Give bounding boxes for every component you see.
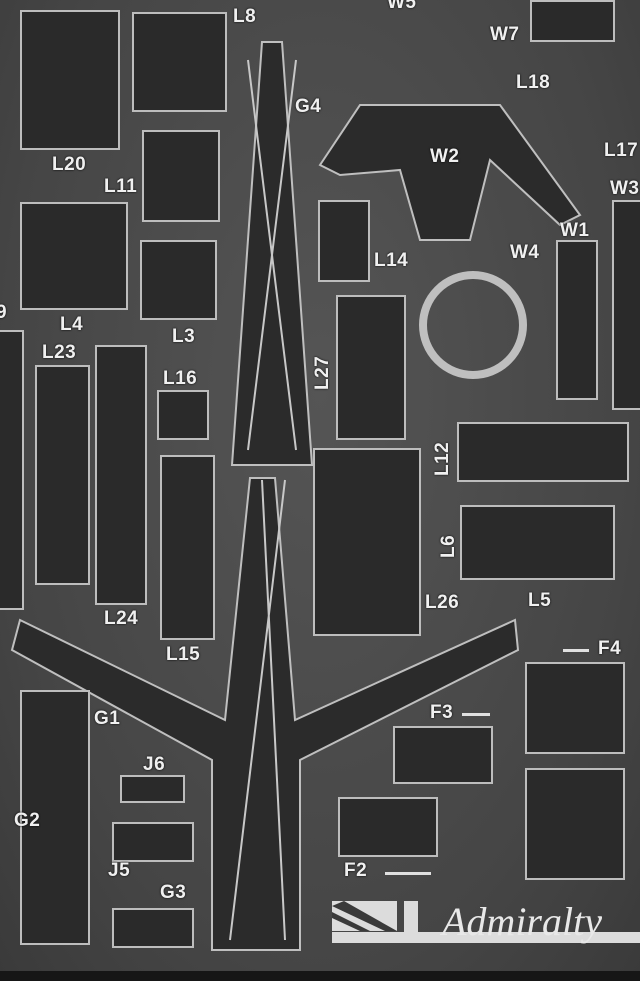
label-l11: L11	[104, 176, 138, 197]
label-l15: L15	[166, 644, 201, 665]
part-l4	[20, 202, 128, 310]
label-l26: L26	[425, 592, 460, 613]
part-l14	[318, 200, 370, 282]
part-l16	[157, 390, 209, 440]
part-l12	[457, 422, 629, 482]
marker-f2	[385, 872, 431, 875]
part-w2	[318, 104, 582, 241]
label-f2: F2	[344, 860, 368, 881]
part-j6	[120, 775, 185, 803]
part-f3	[393, 726, 493, 784]
label-l3: L3	[172, 326, 196, 347]
label-f3: F3	[430, 702, 454, 723]
label-l20: L20	[52, 154, 87, 175]
part-g2	[20, 690, 90, 945]
admiralty-logo: Admiralty	[330, 898, 640, 944]
label-l6: L6	[438, 534, 459, 558]
label-w7: W7	[490, 24, 520, 45]
part-f4	[525, 662, 625, 754]
part-f2	[338, 797, 438, 857]
part-f4b	[525, 768, 625, 880]
label-l18: L18	[516, 72, 551, 93]
part-l6-l5	[460, 505, 615, 580]
label-l23: L23	[42, 342, 77, 363]
label-w2: W2	[430, 146, 460, 167]
label-l24: L24	[104, 608, 139, 629]
logo-text: Admiralty	[442, 899, 602, 944]
label-l4: L4	[60, 314, 84, 335]
label-w4: W4	[510, 242, 540, 263]
part-j5	[112, 822, 194, 862]
part-l8	[132, 12, 227, 112]
part-l26	[313, 448, 421, 636]
part-w1	[556, 240, 598, 400]
part-left-strip	[0, 330, 24, 610]
label-l8: L8	[233, 6, 257, 27]
label-w1: W1	[560, 220, 590, 241]
marker-f3	[462, 713, 490, 716]
union-flag-icon	[332, 901, 640, 943]
part-w3	[612, 200, 640, 410]
label-l16: L16	[163, 368, 198, 389]
label-l27: L27	[312, 355, 333, 390]
part-l15	[160, 455, 215, 640]
label-9: 9	[0, 302, 8, 323]
label-g2: G2	[14, 810, 41, 831]
marker-f4	[563, 649, 589, 652]
label-g3: G3	[160, 882, 187, 903]
label-g1: G1	[94, 708, 121, 729]
part-l24	[95, 345, 147, 605]
part-l20	[20, 10, 120, 150]
label-l12: L12	[432, 441, 453, 476]
part-w4-ring	[419, 271, 527, 379]
label-j5: J5	[108, 860, 131, 881]
label-g4: G4	[295, 96, 322, 117]
label-l5: L5	[528, 590, 552, 611]
label-j6: J6	[143, 754, 166, 775]
label-l17: L17	[604, 140, 639, 161]
label-f4: F4	[598, 638, 622, 659]
part-l11	[142, 130, 220, 222]
fret-bottom-edge	[0, 971, 640, 981]
label-w5: W5	[387, 0, 417, 13]
label-w3: W3	[610, 178, 640, 199]
part-w7	[530, 0, 615, 42]
part-l23	[35, 365, 90, 585]
part-l27	[336, 295, 406, 440]
part-l3	[140, 240, 217, 320]
label-l14: L14	[374, 250, 409, 271]
part-g3	[112, 908, 194, 948]
part-g1-crane	[10, 477, 520, 951]
